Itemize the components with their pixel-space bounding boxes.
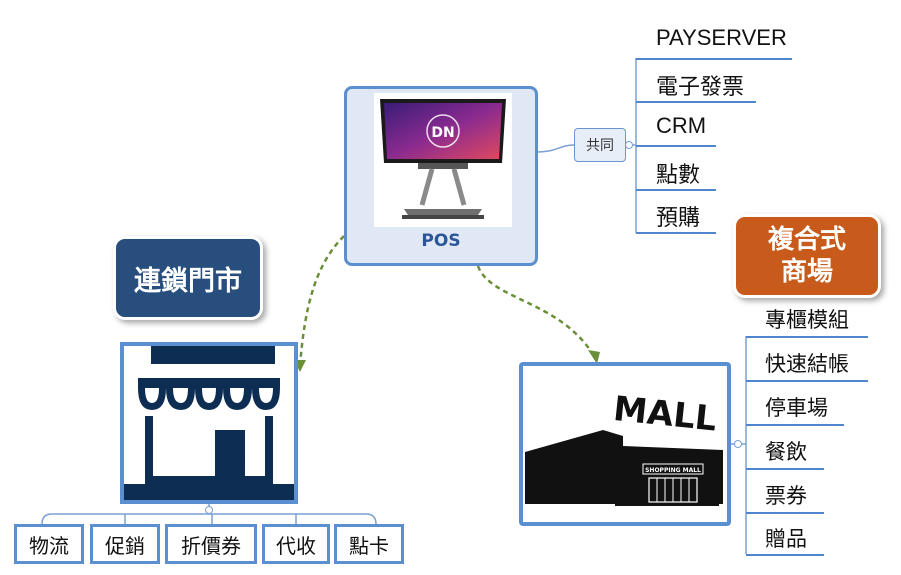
pos-label: POS (421, 231, 461, 251)
complex-mall-node[interactable]: MALL SHOPPING MALL (519, 362, 731, 526)
shared-tag[interactable]: 共同 (574, 128, 626, 162)
mall-feature-quick-checkout[interactable]: 快速結帳 (765, 352, 849, 376)
underline (746, 336, 868, 338)
chain-store-node[interactable] (120, 342, 298, 504)
store-feature-promotion[interactable]: 促銷 (90, 524, 160, 564)
store-collapse-toggle[interactable] (205, 506, 213, 514)
underline (746, 468, 824, 470)
pos-terminal-image: DN (374, 93, 512, 227)
pos-to-tag-connector (537, 144, 575, 153)
store-feature-collection[interactable]: 代收 (262, 524, 330, 564)
underline (636, 145, 716, 147)
shared-feature-payserver[interactable]: PAYSERVER (656, 25, 787, 50)
underline (636, 101, 756, 103)
storefront-icon (124, 346, 294, 500)
underline (636, 232, 716, 234)
shared-collapse-toggle[interactable] (625, 141, 633, 149)
mall-feature-gifts[interactable]: 贈品 (765, 527, 807, 551)
complex-mall-title[interactable]: 複合式 商場 (733, 214, 881, 298)
mall-building-icon: MALL SHOPPING MALL (525, 389, 723, 506)
mall-collapse-toggle[interactable] (734, 440, 742, 448)
shared-feature-crm[interactable]: CRM (656, 113, 707, 138)
underline (636, 189, 716, 191)
shopping-mall-sub-sign: SHOPPING MALL (645, 467, 701, 474)
mall-feature-parking[interactable]: 停車場 (765, 396, 828, 420)
pos-to-store-connector (298, 235, 345, 367)
underline (636, 58, 792, 60)
pos-to-mall-connector (476, 265, 596, 357)
store-feature-logistics[interactable]: 物流 (14, 524, 84, 564)
pos-brand-text: DN (431, 125, 454, 141)
chain-store-title[interactable]: 連鎖門市 (113, 236, 263, 320)
underline (746, 380, 868, 382)
shared-feature-points[interactable]: 點數 (656, 162, 701, 187)
pos-node[interactable]: DN POS (344, 86, 538, 266)
mall-feature-dining[interactable]: 餐飲 (765, 440, 807, 464)
mall-feature-counter-module[interactable]: 專櫃模組 (765, 308, 849, 332)
store-branch (41, 513, 377, 525)
underline (746, 424, 844, 426)
underline (746, 554, 824, 556)
mall-sign-text: MALL (611, 389, 718, 440)
store-feature-coupon[interactable]: 折價券 (165, 524, 257, 564)
mall-feature-tickets[interactable]: 票券 (765, 484, 807, 508)
underline (746, 512, 824, 514)
mall-arrowhead (588, 350, 600, 364)
store-feature-pointcard[interactable]: 點卡 (334, 524, 404, 564)
complex-mall-title-line2: 商場 (780, 257, 833, 287)
complex-mall-title-line1: 複合式 (767, 225, 846, 255)
shared-feature-einvoice[interactable]: 電子發票 (656, 74, 745, 99)
shared-feature-preorder[interactable]: 預購 (656, 205, 701, 230)
